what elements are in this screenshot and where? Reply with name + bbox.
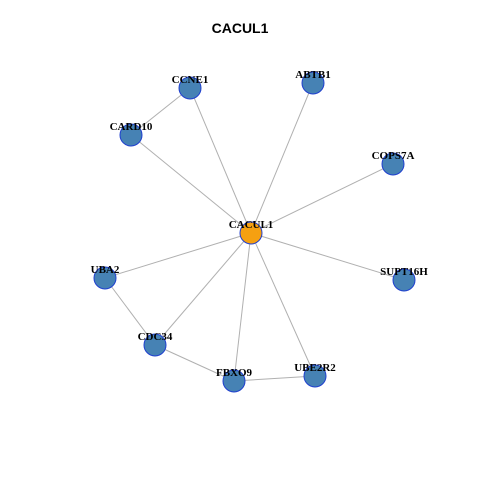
node-label-uba2: UBA2 (91, 264, 120, 276)
diagram-title: CACUL1 (211, 20, 269, 36)
node-card10 (119, 123, 143, 147)
node-fbxo9 (222, 369, 246, 393)
node-label-supt16h: SUPT16H (380, 266, 428, 278)
node-label-abtb1: ABTB1 (295, 69, 330, 81)
node-abtb1 (301, 71, 325, 95)
edge-cacul1-cdc34 (154, 232, 252, 346)
node-cdc34 (143, 333, 167, 357)
edge-layer (104, 82, 405, 382)
edge-cdc34-fbxo9 (154, 344, 235, 382)
edge-cacul1-card10 (130, 134, 252, 234)
node-label-ube2r2: UBE2R2 (294, 362, 336, 374)
node-label-cacul1: CACUL1 (229, 219, 274, 231)
node-cops7a (381, 152, 405, 176)
edge-cacul1-abtb1 (250, 82, 314, 234)
node-ccne1 (178, 76, 202, 100)
edge-cacul1-fbxo9 (233, 232, 252, 382)
node-label-cops7a: COPS7A (372, 150, 415, 162)
edge-cacul1-supt16h (250, 232, 405, 281)
edge-cacul1-ube2r2 (250, 232, 316, 377)
node-label-card10: CARD10 (110, 121, 153, 133)
edge-cacul1-ccne1 (189, 87, 252, 234)
edge-cacul1-uba2 (104, 232, 252, 279)
node-cacul1 (239, 221, 263, 245)
edge-ccne1-card10 (130, 87, 191, 136)
node-label-ccne1: CCNE1 (172, 74, 209, 86)
edge-cacul1-cops7a (250, 163, 394, 234)
edge-uba2-cdc34 (104, 277, 156, 346)
node-ube2r2 (303, 364, 327, 388)
node-label-cdc34: CDC34 (138, 331, 173, 343)
edge-fbxo9-ube2r2 (233, 375, 316, 382)
node-uba2 (93, 266, 117, 290)
node-supt16h (392, 268, 416, 292)
node-label-fbxo9: FBXO9 (216, 367, 253, 379)
